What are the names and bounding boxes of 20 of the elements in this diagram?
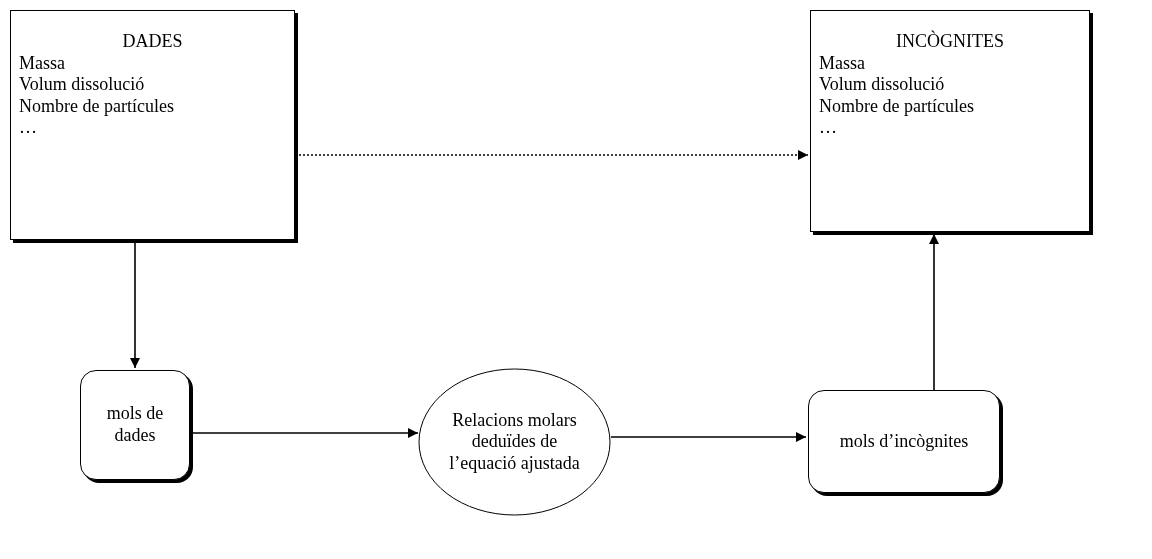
node-text: Nombre de partícules — [819, 95, 975, 118]
rounded-box — [80, 370, 190, 480]
box-heading: DADES — [121, 31, 184, 53]
node-text: Nombre de partícules — [19, 95, 175, 118]
node-text: … — [819, 117, 838, 139]
rounded-box — [808, 390, 1000, 493]
node-text: … — [19, 117, 38, 139]
data-box — [810, 10, 1090, 232]
node-text: mols d’incògnites — [839, 430, 969, 453]
node-text: Volum dissolució — [19, 74, 146, 96]
arrow — [610, 432, 807, 442]
node-text: mols de dades — [105, 403, 165, 447]
box-heading: INCÒGNITES — [895, 31, 1005, 53]
node-text: Volum dissolució — [819, 74, 946, 96]
node-text: Massa — [19, 52, 66, 75]
node-text: Relacions molars deduïdes de l’equació ajustada — [448, 409, 581, 475]
arrow — [929, 233, 939, 391]
ellipse-node — [418, 368, 611, 516]
node-text: Massa — [819, 52, 866, 75]
data-box — [10, 10, 295, 240]
